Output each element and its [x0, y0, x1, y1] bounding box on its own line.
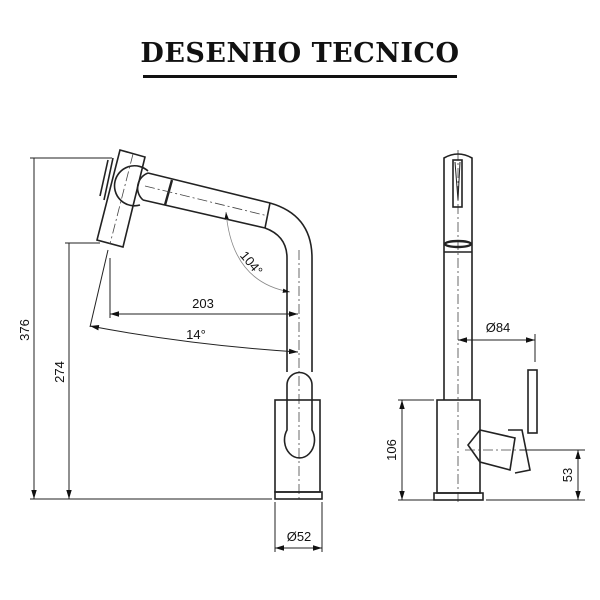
dim-53: 53	[560, 468, 575, 482]
side-dimensions	[398, 334, 585, 501]
title-underline	[143, 75, 457, 78]
front-dimensions	[30, 157, 323, 552]
dim-376: 376	[17, 319, 32, 341]
front-view	[96, 149, 323, 500]
dim-14-deg: 14°	[186, 327, 206, 342]
dim-106: 106	[384, 439, 399, 461]
dim-52: Ø52	[287, 529, 312, 544]
dim-203: 203	[192, 296, 214, 311]
dim-274: 274	[52, 361, 67, 383]
dim-104-deg: 104°	[237, 248, 266, 278]
dim-84: Ø84	[486, 320, 511, 335]
page-title: DESENHO TECNICO	[140, 38, 460, 69]
